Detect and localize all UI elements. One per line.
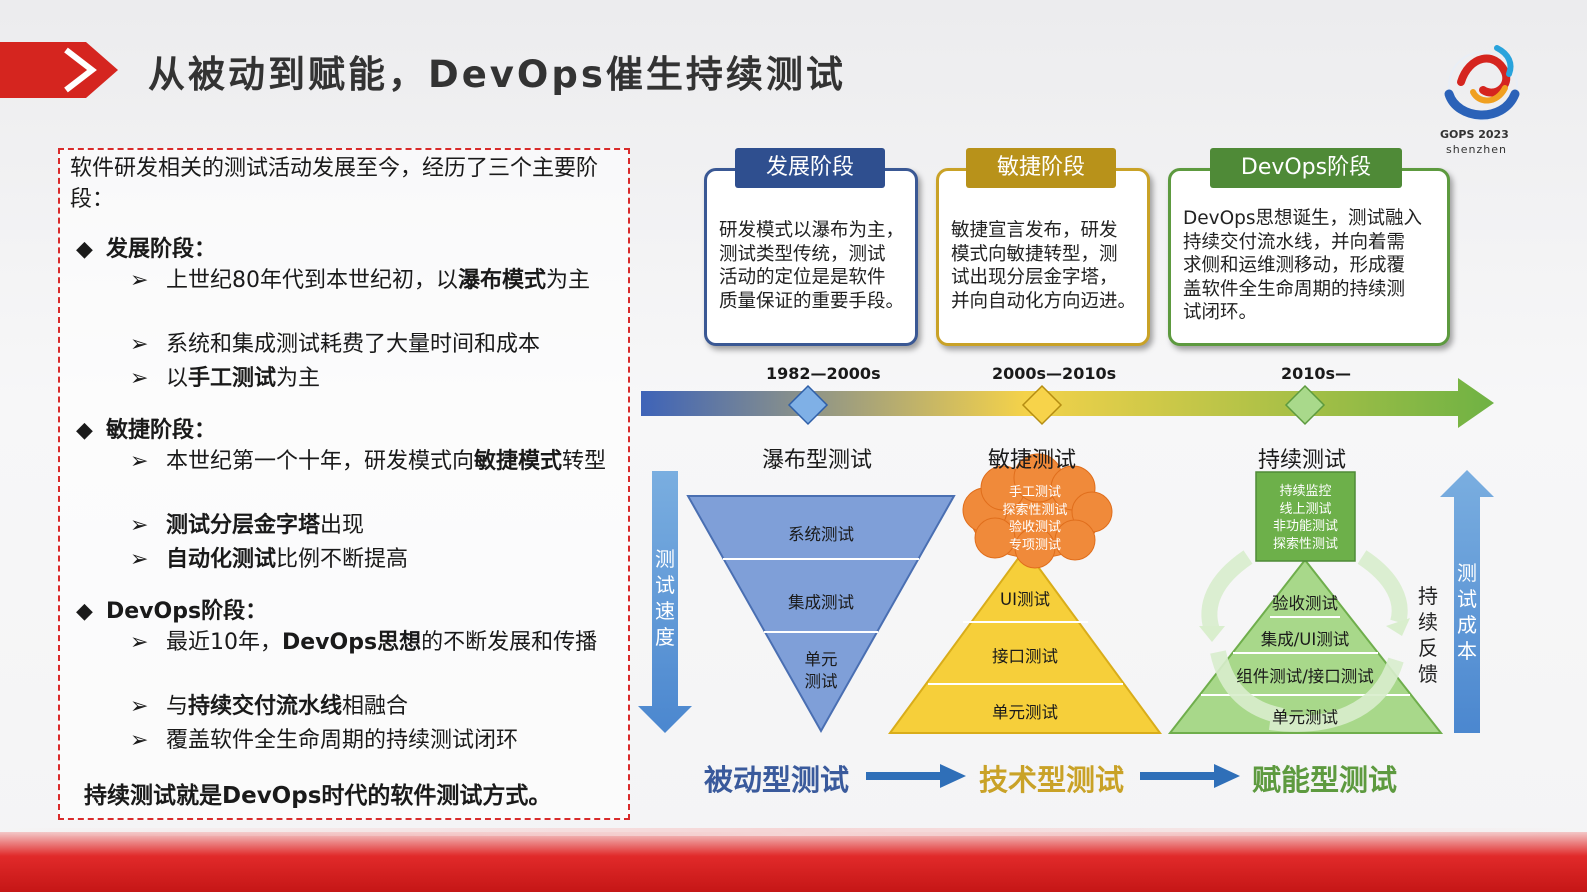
list-item: ➢与持续交付流水线相融合 [130,692,620,722]
loop-arrowhead [1199,626,1225,642]
arrow-bullet-icon: ➢ [130,694,149,719]
timeline-marker [787,384,829,426]
diamond-bullet-icon: ◆ [76,418,93,443]
timeline-marker [1284,384,1326,426]
flow-label-empowering: 赋能型测试 [1252,763,1398,797]
layer-label: 单元 测试 [804,650,838,691]
diamond-bullet-icon: ◆ [76,237,93,262]
stage-label-agile: 敏捷阶段 [966,148,1116,188]
stage-label-dev: 发展阶段 [735,148,885,188]
list-item: ➢以手工测试为主 [130,364,620,394]
period-label: 1982—2000s [766,364,881,383]
layer-label: 接口测试 [992,647,1058,666]
ct-monitor-box [1255,471,1356,562]
arrow-bullet-icon: ➢ [130,268,149,293]
title-arrow-icon [0,42,118,98]
logo-year: GOPS 2023 [1440,128,1509,141]
stage-desc-devops: DevOps思想诞生，测试融入持续交付流水线，并向着需求侧和运维测移动，形成覆盖… [1183,208,1423,323]
diamond-bullet-icon: ◆ [76,599,93,624]
column-title: 瀑布型测试 [762,448,873,473]
test-cost-arrow [1440,470,1494,733]
list-item: ➢本世纪第一个十年，研发模式向敏捷模式转型 [130,447,620,477]
column-title: 敏捷测试 [988,448,1077,473]
section-heading-dev: ◆发展阶段： [76,237,217,262]
agile-pyramid [888,547,1162,734]
feedback-loop-icon [1201,550,1408,732]
ct-box-labels: 持续监控线上测试非功能测试探索性测试 [1272,484,1338,552]
column-title: 持续测试 [1258,448,1347,473]
list-item: ➢系统和集成测试耗费了大量时间和成本 [130,330,620,360]
layer-label: 验收测试 [1272,594,1338,613]
list-item: ➢自动化测试比例不断提高 [130,545,620,575]
stage-desc-dev: 研发模式以瀑布为主，测试类型传统，测试活动的定位是是软件质量保证的重要手段。 [719,220,905,312]
arrow-bullet-icon: ➢ [130,728,149,753]
list-item: ➢最近10年，DevOps思想的不断发展和传播 [130,628,620,658]
layer-label: 单元测试 [992,703,1058,722]
flow-label-passive: 被动型测试 [704,763,850,797]
test-speed-arrow [638,471,692,733]
stage-card-devops [1168,168,1450,346]
agile-cloud [962,453,1113,569]
summary-intro: 软件研发相关的测试活动发展至今，经历了三个主要阶段： [70,156,599,212]
test-cost-label: 测试成本 [1457,561,1477,663]
layer-label: 集成/UI测试 [1260,630,1350,649]
arrow-bullet-icon: ➢ [130,630,149,655]
stage-desc-agile: 敏捷宣言发布，研发模式向敏捷转型，测试出现分层金字塔，并向自动化方向迈进。 [951,220,1137,312]
arrow-bullet-icon: ➢ [130,332,149,357]
flow-label-technical: 技术型测试 [979,763,1125,797]
cloud-labels: 手工测试探索性测试验收测试专项测试 [1002,485,1068,553]
test-speed-label: 测试速度 [655,547,675,649]
summary-box [58,148,630,820]
arrow-bullet-icon: ➢ [130,513,149,538]
period-label: 2010s— [1281,364,1352,383]
page-title: 从被动到赋能，DevOps催生持续测试 [148,53,846,96]
list-item: ➢覆盖软件全生命周期的持续测试闭环 [130,726,620,756]
layer-label: UI测试 [1000,590,1050,609]
list-item: ➢上世纪80年代到本世纪初，以瀑布模式为主 [130,266,620,296]
timeline-marker [1021,384,1063,426]
bottom-band [0,828,1587,892]
summary-footer: 持续测试就是DevOps时代的软件测试方式。 [84,783,552,809]
layer-label: 组件测试/接口测试 [1236,667,1374,686]
waterfall-pyramid [686,495,956,734]
list-item: ➢测试分层金字塔出现 [130,511,620,541]
period-label: 2000s—2010s [992,364,1117,383]
arrow-bullet-icon: ➢ [130,449,149,474]
gops-logo-icon [1444,45,1520,121]
arrow-bullet-icon: ➢ [130,366,149,391]
flow-arrow [1140,764,1240,788]
timeline-arrow [641,378,1494,428]
arrow-bullet-icon: ➢ [130,547,149,572]
loop-arrowhead [1386,618,1410,636]
section-heading-agile: ◆敏捷阶段： [76,418,217,443]
feedback-label: 持续反馈 [1418,584,1438,686]
layer-label: 集成测试 [788,593,854,612]
flow-arrow [866,764,966,788]
stage-card-agile [936,168,1150,346]
stage-label-devops: DevOps阶段 [1210,148,1402,188]
layer-label: 系统测试 [788,525,854,544]
logo-city: shenzhen [1446,143,1507,156]
layer-label: 单元测试 [1272,708,1338,727]
section-heading-devops: ◆DevOps阶段： [76,599,268,624]
